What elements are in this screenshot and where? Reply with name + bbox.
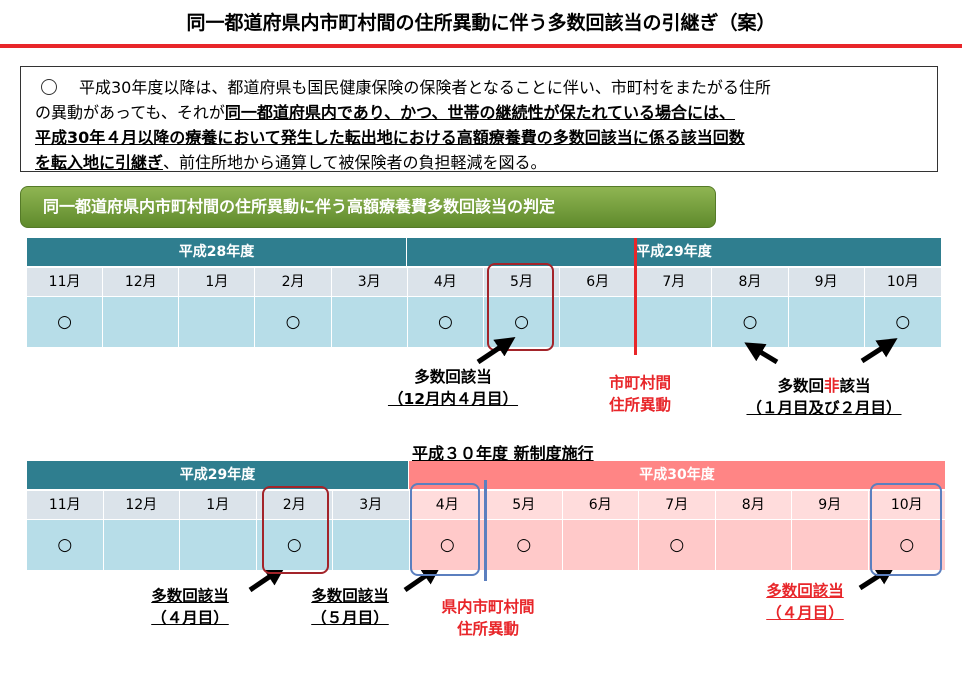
label-multi-12m: 多数回該当 （12月内４月目）	[387, 368, 519, 408]
month-cell: 12月	[103, 491, 180, 519]
month-cell: 10月	[868, 491, 945, 519]
month-cell: 7月	[636, 268, 713, 296]
month-cell: 11月	[27, 268, 104, 296]
mark-cell	[333, 520, 410, 570]
label-multi-5th: 多数回該当 （５月目）	[311, 587, 389, 627]
month-cell: 7月	[639, 491, 716, 519]
label-municipal-move: 市町村間 住所異動	[608, 374, 671, 414]
month-cell: 1月	[179, 268, 256, 296]
mark-cell	[562, 520, 639, 570]
highlight-box-feb	[262, 486, 329, 574]
month-cell: 4月	[407, 268, 484, 296]
mark-cell: ○	[407, 297, 484, 347]
month-cell: 2月	[256, 491, 333, 519]
mark-cell: ○	[27, 297, 104, 347]
mark-cell: ○	[639, 520, 716, 570]
bullet-circle-icon	[41, 79, 57, 95]
month-cell: 4月	[409, 491, 486, 519]
highlight-box-may	[487, 263, 554, 351]
arrow-icon	[403, 564, 442, 593]
month-cell: 6月	[560, 268, 637, 296]
label-multi-4th-red: 多数回該当 （４月目）	[766, 582, 844, 622]
mark-cell	[103, 297, 180, 347]
label-non-multi: 多数回非該当 （１月目及び２月目）	[746, 377, 902, 417]
mark-cell: ○	[255, 297, 332, 347]
mark-cell	[715, 520, 792, 570]
mark-cell	[180, 520, 257, 570]
page-title: 同一都道府県内市町村間の住所異動に伴う多数回該当の引継ぎ（案）	[186, 12, 776, 34]
label-prefecture-move: 県内市町村間 住所異動	[441, 598, 535, 638]
mark-cell: ○	[712, 297, 789, 347]
notice-line-4: を転入地に引継ぎ、前住所地から通算して被保険者の負担軽減を図る。	[35, 153, 547, 172]
mark-cell: ○	[486, 520, 563, 570]
month-cell: 9月	[792, 491, 869, 519]
mark-cell	[179, 297, 256, 347]
mark-cell: ○	[868, 520, 945, 570]
title-divider	[0, 44, 962, 48]
month-cell: 6月	[562, 491, 639, 519]
month-cell: 5月	[486, 491, 563, 519]
table2-mark-row: ○○○○○○	[27, 520, 945, 570]
month-cell: 3月	[331, 268, 408, 296]
arrow-icon	[860, 338, 898, 364]
month-cell: 8月	[715, 491, 792, 519]
month-cell: 5月	[483, 268, 561, 296]
mark-cell	[331, 297, 408, 347]
month-cell: 2月	[255, 268, 332, 296]
notice-line-3: 平成30年４月以降の療養において発生した転出地における高額療養費の多数回該当に係…	[35, 128, 745, 147]
table1-year-row: 平成28年度 平成29年度	[27, 238, 941, 266]
highlight-box-apr	[410, 483, 480, 576]
mark-cell: ○	[409, 520, 486, 570]
new-system-label: 平成３０年度 新制度施行	[412, 444, 594, 463]
notice-line-1: 平成30年度以降は、都道府県も国民健康保険の保険者となることに伴い、市町村をまた…	[35, 75, 923, 100]
mark-cell: ○	[27, 520, 104, 570]
month-cell: 8月	[712, 268, 789, 296]
move-divider-line	[634, 238, 637, 355]
mark-cell	[636, 297, 713, 347]
month-cell: 12月	[103, 268, 180, 296]
table2-year-row: 平成29年度 平成30年度	[27, 461, 945, 489]
label-multi-4th: 多数回該当 （４月目）	[151, 587, 229, 627]
month-cell: 3月	[333, 491, 410, 519]
mark-cell	[103, 520, 180, 570]
table1-year-a: 平成28年度	[27, 238, 407, 266]
arrow-icon	[248, 565, 286, 593]
month-cell: 10月	[864, 268, 941, 296]
mark-cell: ○	[256, 520, 333, 570]
table2-year-a: 平成29年度	[27, 461, 409, 489]
arrow-icon	[476, 337, 516, 365]
table1-year-b: 平成29年度	[407, 238, 941, 266]
month-cell: 11月	[27, 491, 104, 519]
mark-cell	[792, 520, 869, 570]
notice-box: 平成30年度以降は、都道府県も国民健康保険の保険者となることに伴い、市町村をまた…	[20, 66, 938, 172]
month-cell: 9月	[788, 268, 865, 296]
arrow-icon	[858, 565, 896, 591]
notice-line-2: の異動があっても、それが同一都道府県内であり、かつ、世帯の継続性が保たれている場…	[35, 103, 736, 122]
mark-cell	[788, 297, 865, 347]
section-banner: 同一都道府県内市町村間の住所異動に伴う高額療養費多数回該当の判定	[20, 186, 716, 228]
move-divider-line-2	[484, 480, 487, 581]
arrow-icon	[744, 342, 779, 365]
table2-year-b: 平成30年度	[409, 461, 945, 489]
month-cell: 1月	[180, 491, 257, 519]
highlight-box-oct	[870, 483, 942, 576]
